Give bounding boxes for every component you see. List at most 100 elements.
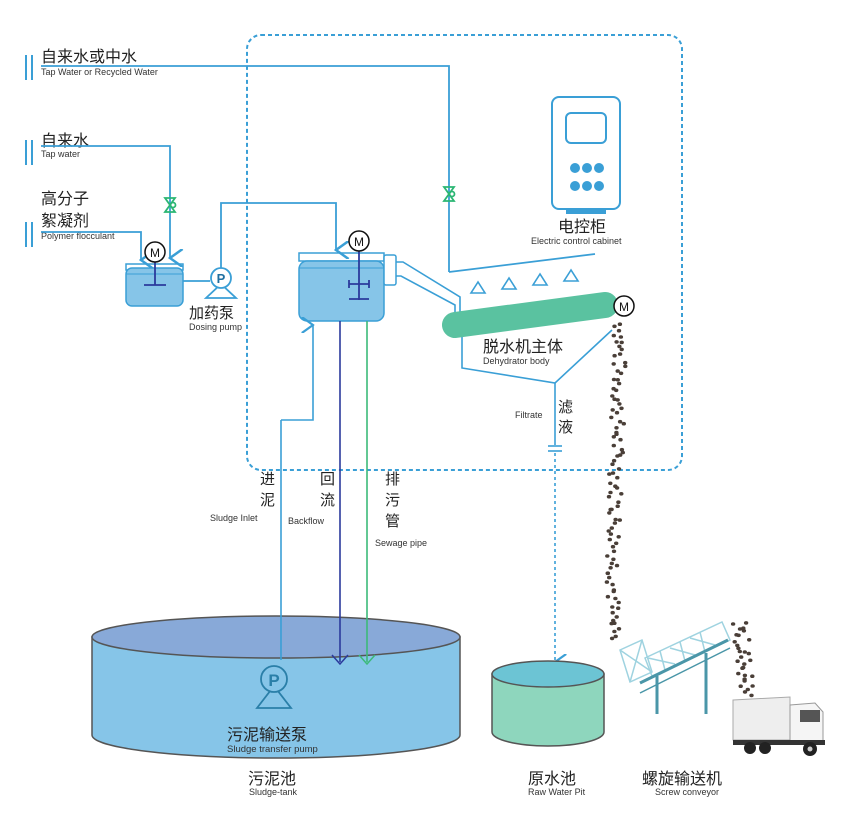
backflow-cn1: 回 xyxy=(320,470,335,488)
sludge-particle xyxy=(611,549,617,554)
sludge-particle xyxy=(740,666,745,670)
sludge-particle xyxy=(742,662,747,666)
sludge-particle xyxy=(619,406,624,411)
dehydrator-cn: 脱水机主体 xyxy=(483,337,563,356)
sludge-particle xyxy=(745,687,750,692)
sludge-particle xyxy=(746,651,751,656)
sludge-particle xyxy=(614,432,619,437)
sludge-particle xyxy=(607,537,612,542)
input-tap-cn: 自来水 xyxy=(41,131,89,150)
input-polymer-cn1: 高分子 xyxy=(41,189,89,208)
sludge-inlet-cn1: 进 xyxy=(260,470,275,488)
sewage-cn3: 管 xyxy=(385,512,400,530)
truck-icon xyxy=(732,696,825,756)
arrow-sewage-icon xyxy=(358,654,376,666)
sludge-particle xyxy=(618,371,624,376)
polymer-tank xyxy=(125,262,184,307)
sludge-particle xyxy=(623,364,628,369)
sludge-particle xyxy=(613,517,618,522)
sludge-particle xyxy=(614,541,619,546)
sludge-particle xyxy=(606,494,612,499)
sludge-particle xyxy=(612,353,617,358)
arrow-backflow-icon xyxy=(331,654,349,666)
sludge-particle xyxy=(610,544,616,549)
sludge-particle xyxy=(612,521,618,525)
dosing-pump-cn: 加药泵 xyxy=(189,304,234,322)
sewage-en: Sewage pipe xyxy=(375,538,427,548)
sludge-particle xyxy=(735,659,740,663)
sludge-particle xyxy=(607,511,612,515)
sludge-particle xyxy=(607,472,612,476)
spray-bar xyxy=(448,253,596,273)
sludge-particle xyxy=(742,673,748,678)
dosing-pump-en: Dosing pump xyxy=(189,322,242,332)
sludge-particle xyxy=(605,571,610,576)
sludge-particle xyxy=(749,693,754,698)
sludge-particle xyxy=(747,638,752,642)
pump-label: P xyxy=(217,271,226,286)
sludge-particle xyxy=(618,437,623,442)
sewage-cn2: 污 xyxy=(385,491,400,509)
sludge-particle xyxy=(612,629,617,634)
sludge-particle xyxy=(615,454,620,458)
sludge-particle xyxy=(608,507,613,512)
filtrate-cn2: 液 xyxy=(558,418,573,436)
sludge-particle xyxy=(611,618,616,623)
sludge-particle xyxy=(608,481,613,486)
motor-icon-mixer: M xyxy=(348,230,370,252)
filtrate-cn1: 滤 xyxy=(558,398,573,416)
pipe-sludge-inlet-top xyxy=(281,325,313,421)
raw-water-pit-cn: 原水池 xyxy=(528,769,576,788)
sludge-particle xyxy=(742,690,748,694)
raw-water-pit xyxy=(491,660,605,747)
sludge-particle xyxy=(748,658,753,663)
sludge-tank-cn: 污泥池 xyxy=(248,769,296,788)
sludge-particle xyxy=(611,557,616,562)
sludge-particle xyxy=(617,352,623,356)
sludge-particle xyxy=(614,388,619,393)
transfer-pump-icon: P xyxy=(255,665,293,709)
sludge-particle xyxy=(742,650,747,654)
sludge-particle xyxy=(608,532,614,536)
sludge-particle xyxy=(618,335,624,339)
input-recycled-cn: 自来水或中水 xyxy=(41,47,137,66)
sewage-cn1: 排 xyxy=(385,470,400,488)
sludge-particle xyxy=(609,526,614,530)
sludge-particle xyxy=(605,594,611,599)
input-marker-recycled xyxy=(25,55,33,80)
sludge-cake-particles xyxy=(604,322,755,698)
spray-nozzles xyxy=(469,268,580,294)
sludge-particle xyxy=(619,492,624,496)
sludge-particle xyxy=(616,606,621,610)
sludge-particle xyxy=(616,328,622,333)
sludge-particle xyxy=(738,684,743,688)
dehydrator-hopper xyxy=(461,329,613,384)
raw-water-pit-en: Raw Water Pit xyxy=(528,787,586,797)
sludge-tank-en: Sludge-tank xyxy=(249,787,298,797)
feed-chute xyxy=(396,261,461,315)
sludge-particle xyxy=(608,566,613,570)
dosing-pump-icon: P xyxy=(203,267,239,299)
sludge-particle xyxy=(611,435,616,439)
sludge-particle xyxy=(615,369,620,373)
sludge-particle xyxy=(617,419,623,424)
pipe-recycled-water xyxy=(41,65,450,272)
valve-icon-tap xyxy=(163,197,177,213)
sludge-particle xyxy=(619,447,625,452)
sludge-particle xyxy=(617,322,623,327)
sludge-particle xyxy=(605,554,610,558)
sludge-particle xyxy=(604,580,610,584)
sludge-particle xyxy=(617,344,622,349)
motor-icon-polymer: M xyxy=(144,241,166,263)
sludge-particle xyxy=(619,347,624,352)
input-marker-tap xyxy=(25,140,33,165)
sludge-particle xyxy=(743,621,749,625)
sludge-particle xyxy=(610,408,615,412)
sludge-particle xyxy=(730,622,736,626)
sludge-particle xyxy=(736,633,741,638)
sludge-particle xyxy=(609,561,614,566)
sludge-particle xyxy=(616,627,622,631)
sludge-inlet-en: Sludge Inlet xyxy=(210,513,258,523)
input-polymer-en: Polymer flocculant xyxy=(41,231,115,241)
